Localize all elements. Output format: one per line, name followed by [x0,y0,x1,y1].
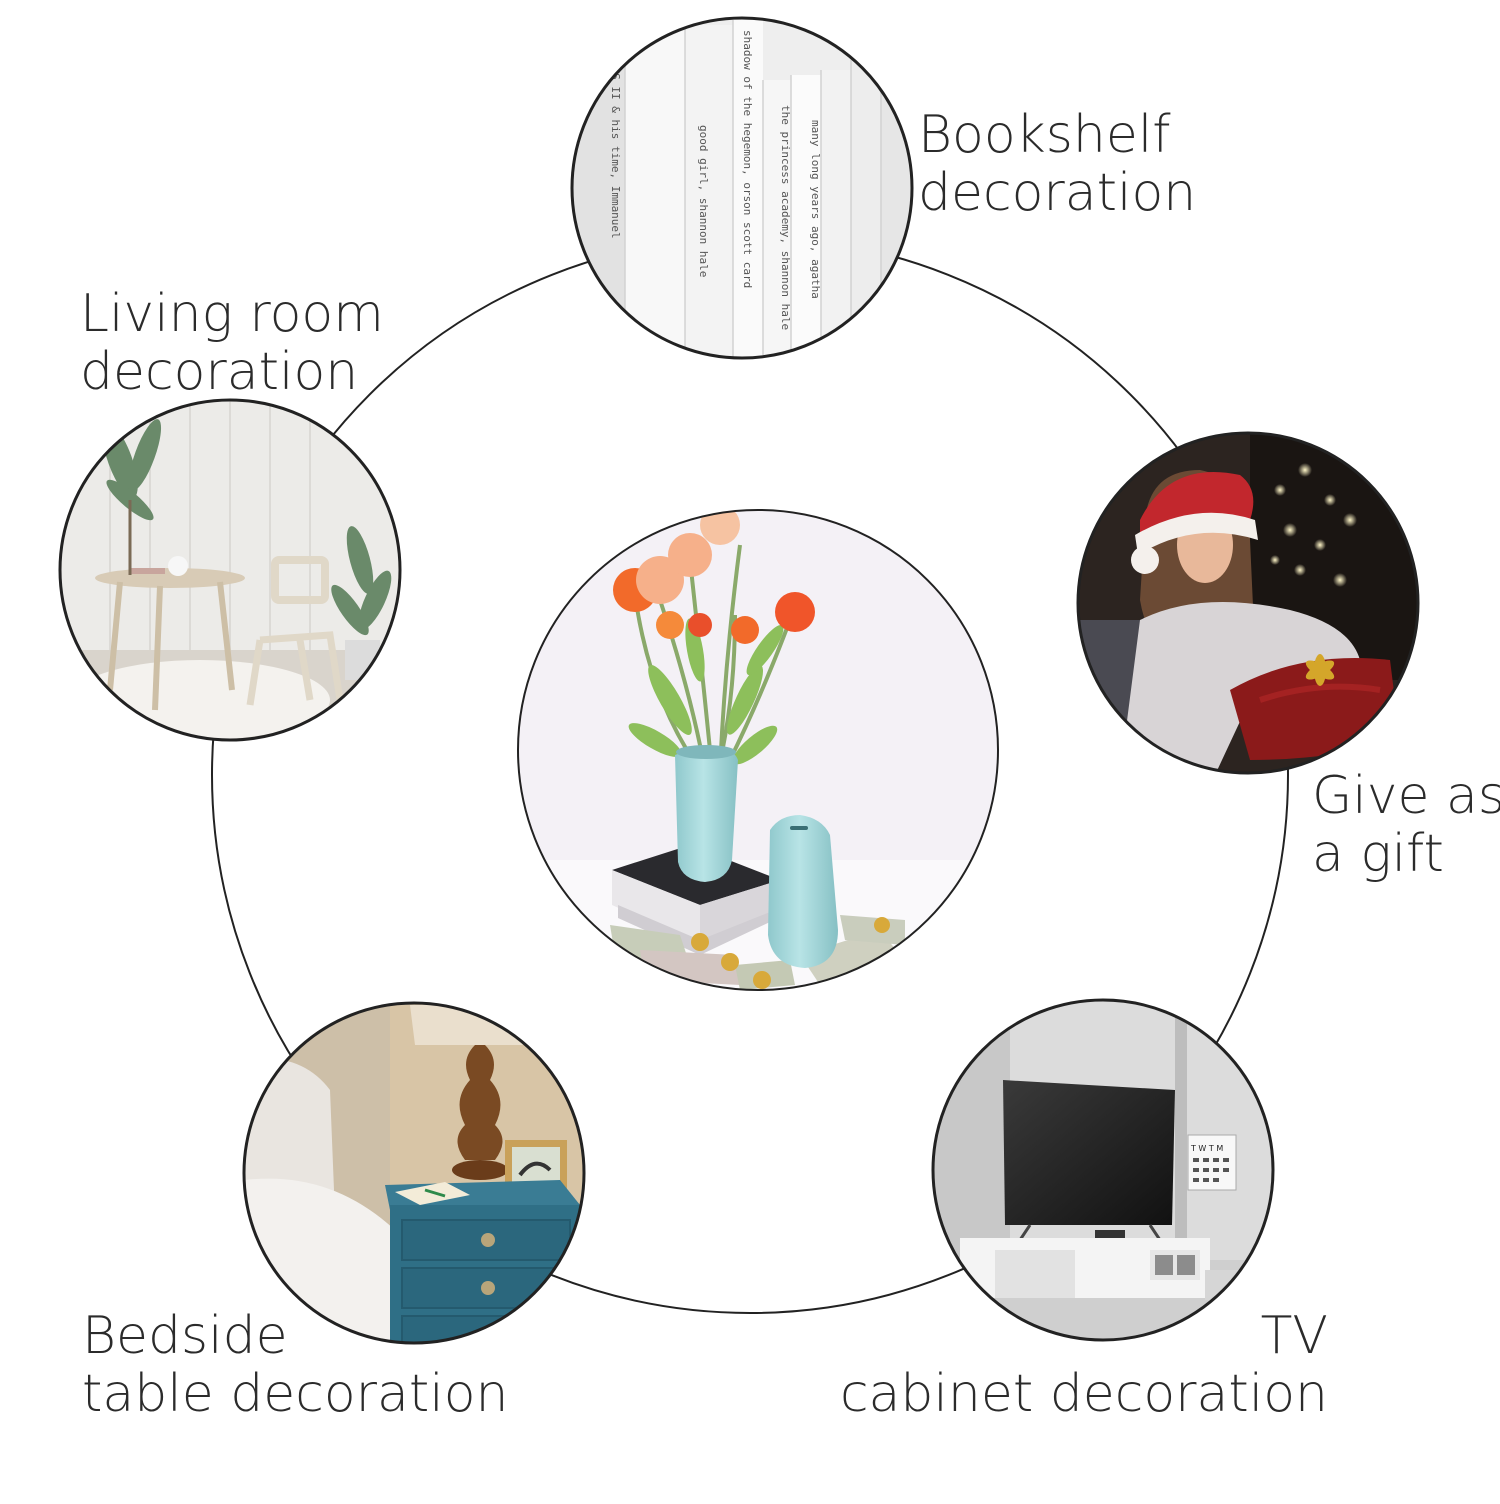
living-room-caption-line2: decoration [80,342,359,402]
center-frame [517,509,999,991]
bedside-caption: Bedside table decoration [82,1307,509,1423]
gift-caption-line2: a gift [1312,824,1444,884]
tv-caption-line2: cabinet decoration [839,1364,1328,1424]
spine-text-4: the princess academy, shannon hale [779,105,792,330]
spine-text-3: shadow of the hegemon, orson scott card [741,30,754,288]
bedside-frame [242,1001,586,1345]
spine-text-2: good girl, shannon hale [697,125,710,277]
spine-text-1: EMISES II & his time, Immanuel [609,40,622,239]
bedside-caption-line1: Bedside [82,1306,288,1366]
tv-caption: TV cabinet decoration [840,1307,1328,1423]
calendar-letters: T W T M [1190,1144,1223,1153]
gift-caption-line1: Give as [1312,766,1500,826]
bedside-photo [244,1003,584,1343]
living-room-caption: Living room decoration [80,285,384,401]
bookshelf-caption: Bookshelf decoration [918,106,1196,222]
tv-frame [931,998,1275,1342]
center-photo [518,510,998,990]
living-room-caption-line1: Living room [80,284,384,344]
spine-text-5: many long years ago, agatha [809,120,822,299]
gift-frame [1076,431,1420,775]
gift-caption: Give as a gift [1312,767,1500,883]
tv-caption-line1: TV [1260,1306,1328,1366]
bookshelf-caption-line2: decoration [918,163,1197,223]
bedside-caption-line2: table decoration [82,1364,509,1424]
bookshelf-frame [570,16,914,360]
living-room-frame [58,398,402,742]
bookshelf-caption-line1: Bookshelf [918,105,1171,165]
